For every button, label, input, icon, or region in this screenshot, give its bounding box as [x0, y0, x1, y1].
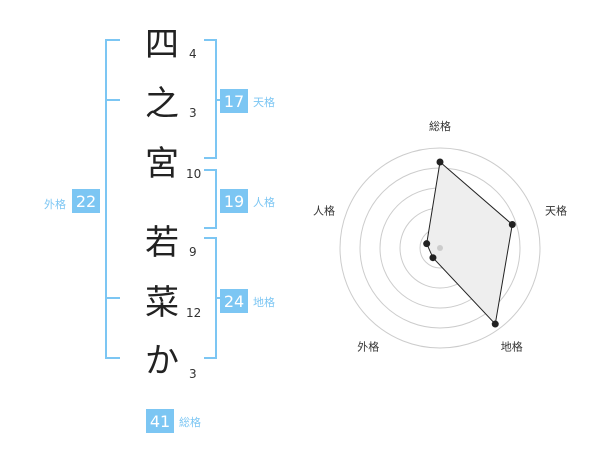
gaikaku-badge: 外格 22: [44, 189, 100, 213]
name-char-3: 宮: [145, 144, 179, 184]
radar-axis-label-4: 外格: [357, 340, 379, 354]
radar-axis-label-5: 人格: [313, 203, 335, 217]
stroke-count-6: 3: [189, 367, 197, 381]
name-char-6: か: [145, 341, 179, 381]
radar-ring-5: [339, 147, 541, 349]
jinkaku-label: 人格: [253, 195, 275, 209]
soukaku-badge: 41 総格: [146, 409, 201, 433]
radar-center-dot: [437, 245, 443, 251]
radar-point-2: [508, 221, 516, 229]
radar-grid: [339, 147, 541, 349]
jinkaku-badge: 19 人格: [220, 189, 275, 213]
radar-axis-label-1: 総格: [429, 119, 451, 133]
radar-point-1: [436, 158, 444, 166]
chikaku-badge: 24 地格: [220, 289, 275, 313]
radar-point-5: [423, 240, 431, 248]
name-char-5: 菜: [145, 283, 179, 323]
name-char-2: 之: [145, 84, 179, 124]
tenkaku-label: 天格: [253, 95, 275, 109]
stroke-count-5: 12: [186, 306, 201, 320]
chikaku-value: 24: [224, 292, 244, 311]
chikaku-bracket: [204, 237, 220, 359]
tenkaku-bracket: [204, 39, 220, 159]
gaikaku-bracket: [105, 39, 120, 359]
soukaku-value: 41: [150, 412, 170, 431]
stroke-count-2: 3: [189, 106, 197, 120]
stroke-count-4: 9: [189, 245, 197, 259]
radar-point-3: [491, 320, 499, 328]
radar-series-polygon: [426, 161, 513, 326]
radar-axis-label-2: 天格: [545, 203, 567, 217]
name-char-4: 若: [145, 223, 179, 263]
jinkaku-value: 19: [224, 192, 244, 211]
stroke-count-3: 10: [186, 167, 201, 181]
chikaku-label: 地格: [253, 295, 275, 309]
stroke-count-1: 4: [189, 47, 197, 61]
radar-point-4: [429, 254, 437, 262]
jinkaku-bracket: [204, 169, 217, 229]
tenkaku-badge: 17 天格: [220, 89, 275, 113]
radar-axis-label-3: 地格: [501, 340, 523, 354]
gaikaku-value: 22: [76, 192, 96, 211]
radar-points: [423, 158, 516, 328]
gaikaku-label: 外格: [44, 197, 66, 211]
soukaku-label: 総格: [179, 415, 201, 429]
tenkaku-value: 17: [224, 92, 244, 111]
name-char-1: 四: [145, 25, 179, 65]
